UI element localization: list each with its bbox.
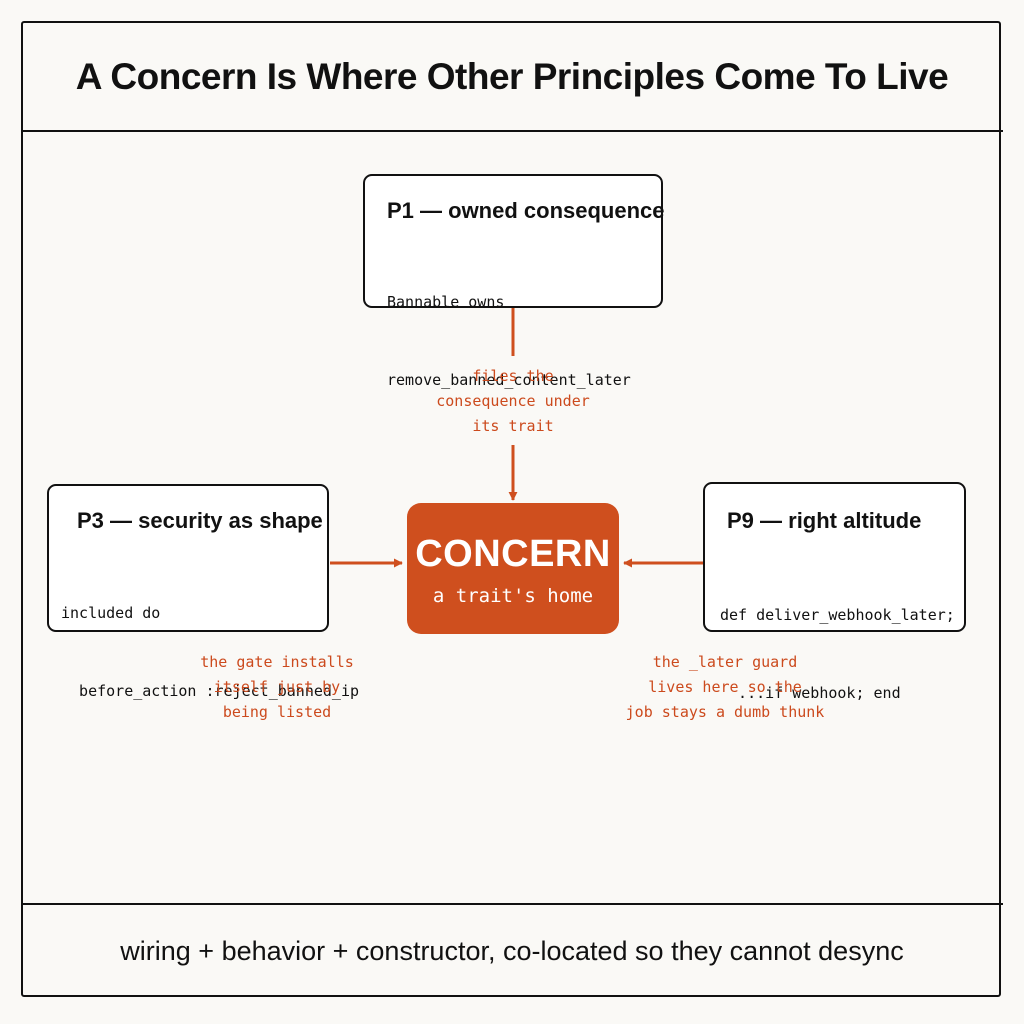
p9-note-line: job stays a dumb thunk: [625, 703, 825, 721]
p1-note-line: consequence under: [436, 392, 590, 410]
p3-note-line: the gate installs: [200, 653, 354, 671]
p9-title: P9 — right altitude: [727, 508, 922, 533]
hub-subtitle: a trait's home: [432, 585, 594, 607]
p9-code: def deliver_webhook_later; ...if webhook…: [720, 550, 955, 758]
p9-note: the _later guard lives here so the job s…: [610, 650, 840, 725]
p9-box: P9 — right altitude def deliver_webhook_…: [703, 482, 966, 702]
p3-code: included do before_action :reject_banned…: [61, 548, 359, 756]
p9-code-line: def deliver_webhook_later;: [720, 606, 955, 624]
footer-divider: [21, 903, 1003, 905]
p3-title: P3 — security as shape: [77, 508, 323, 533]
p1-note: files the consequence under its trait: [413, 364, 613, 439]
p3-note: the gate installs itself just by being l…: [167, 650, 387, 725]
p1-code-line: remove_banned_content_later: [387, 371, 631, 389]
p3-code-line: included do: [61, 604, 161, 622]
p9-code-line: ...if webhook; end: [720, 684, 901, 702]
p1-code-line: Bannable owns: [387, 293, 505, 311]
p3-note-line: itself just by: [213, 678, 341, 696]
diagram-frame: [21, 21, 1001, 997]
concern-hub: CONCERN a trait's home: [407, 503, 619, 634]
title-divider: [21, 130, 1003, 132]
p1-box: P1 — owned consequence Bannable owns rem…: [363, 174, 665, 389]
diagram-title: A Concern Is Where Other Principles Come…: [75, 56, 949, 97]
diagram-footer: wiring + behavior + constructor, co-loca…: [120, 936, 904, 966]
p9-note-line: the _later guard: [652, 653, 798, 671]
p3-box: P3 — security as shape included do befor…: [47, 484, 359, 700]
hub-title: CONCERN: [415, 533, 611, 575]
p1-code: Bannable owns remove_banned_content_late…: [387, 237, 631, 445]
p3-code-line: before_action :reject_banned_ip: [61, 682, 360, 700]
p3-note-line: being listed: [222, 703, 332, 721]
p1-note-line: files the: [472, 367, 554, 385]
p1-note-line: its trait: [472, 417, 554, 435]
p9-note-line: lives here so the: [648, 678, 802, 696]
p1-title: P1 — owned consequence: [387, 198, 665, 223]
